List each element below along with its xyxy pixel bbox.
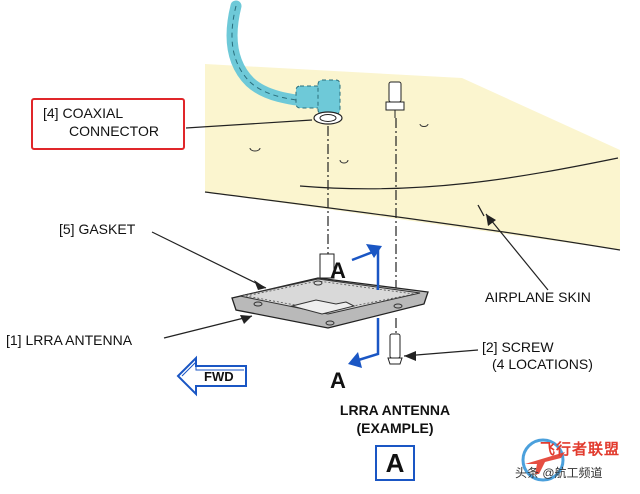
screw-label-line2: (4 LOCATIONS): [492, 356, 593, 372]
airplane-skin-panel: [205, 64, 620, 250]
skin-curve-line: [299, 157, 619, 190]
leader-coaxial: [185, 119, 313, 129]
coaxial-connector-shape: [295, 79, 343, 125]
leader-screw: [403, 349, 479, 357]
detail-a-box: A: [375, 445, 415, 481]
coaxial-connector-label-line1: [4] COAXIAL: [43, 105, 124, 121]
lrra-antenna-label: [1] LRRA ANTENNA: [6, 332, 133, 348]
fwd-label: FWD: [204, 369, 234, 384]
screw-top-shape: [385, 81, 405, 118]
view-a-arrow-bottom: [351, 318, 380, 364]
leader-antenna: [163, 315, 253, 339]
skin-bottom-edge: [204, 191, 621, 251]
watermark-sub: 头条 @航工频道: [515, 466, 603, 480]
plane-logo-icon: [521, 438, 565, 482]
skin-tick: [477, 204, 485, 217]
view-a-top-label: A: [330, 258, 346, 283]
coaxial-connector-label-line2: CONNECTOR: [69, 123, 159, 139]
gasket-label: [5] GASKET: [59, 221, 136, 237]
watermark-brand: 飞行者联盟: [540, 441, 621, 458]
antenna-connector-stub: [319, 253, 335, 279]
lrra-antenna-shape: [231, 277, 429, 329]
fwd-arrow-icon: [176, 355, 247, 397]
screw-bottom-shape: [387, 333, 403, 365]
airplane-skin-label: AIRPLANE SKIN: [485, 289, 591, 305]
caption-line2: (EXAMPLE): [356, 420, 434, 436]
coaxial-connector-label: [4] COAXIAL CONNECTOR: [43, 104, 159, 140]
screw-label-line1: [2] SCREW: [482, 339, 554, 355]
leader-skin: [485, 213, 549, 291]
diagram-caption: LRRA ANTENNA (EXAMPLE): [325, 401, 465, 437]
view-a-bottom-label: A: [330, 368, 346, 393]
screw-label: [2] SCREW (4 LOCATIONS): [482, 339, 593, 373]
leader-gasket: [151, 231, 267, 289]
coaxial-connector-callout-box: [31, 98, 185, 150]
caption-line1: LRRA ANTENNA: [339, 402, 451, 418]
